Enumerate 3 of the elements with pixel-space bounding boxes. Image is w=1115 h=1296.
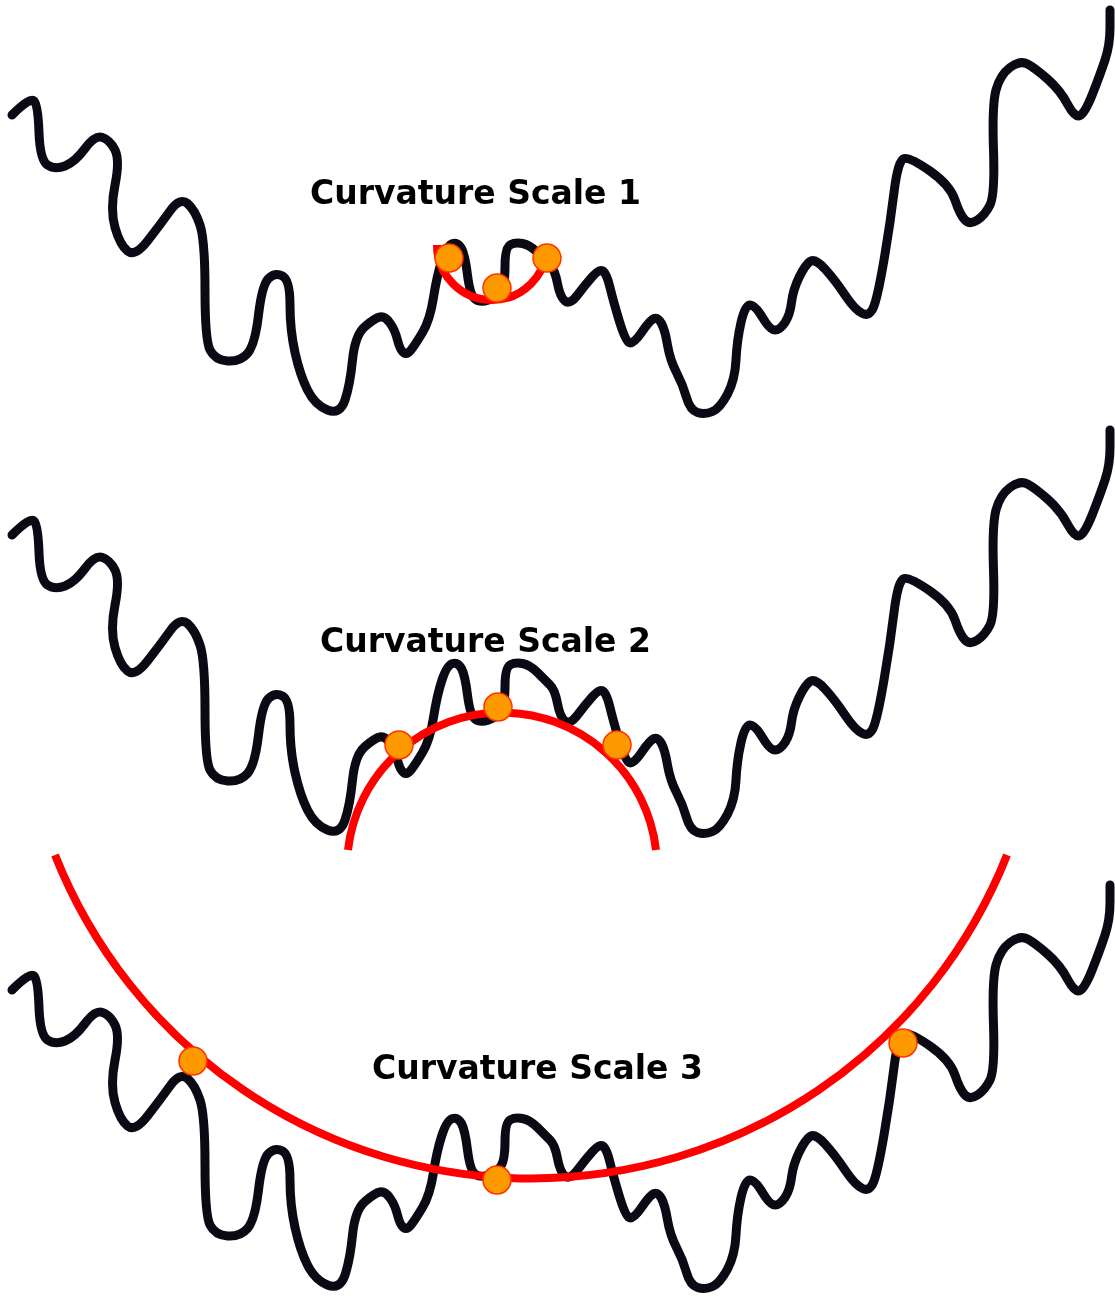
scale-label: Curvature Scale 3 bbox=[372, 1050, 703, 1087]
scale-label: Curvature Scale 1 bbox=[310, 175, 641, 212]
scale-label: Curvature Scale 2 bbox=[320, 623, 651, 660]
